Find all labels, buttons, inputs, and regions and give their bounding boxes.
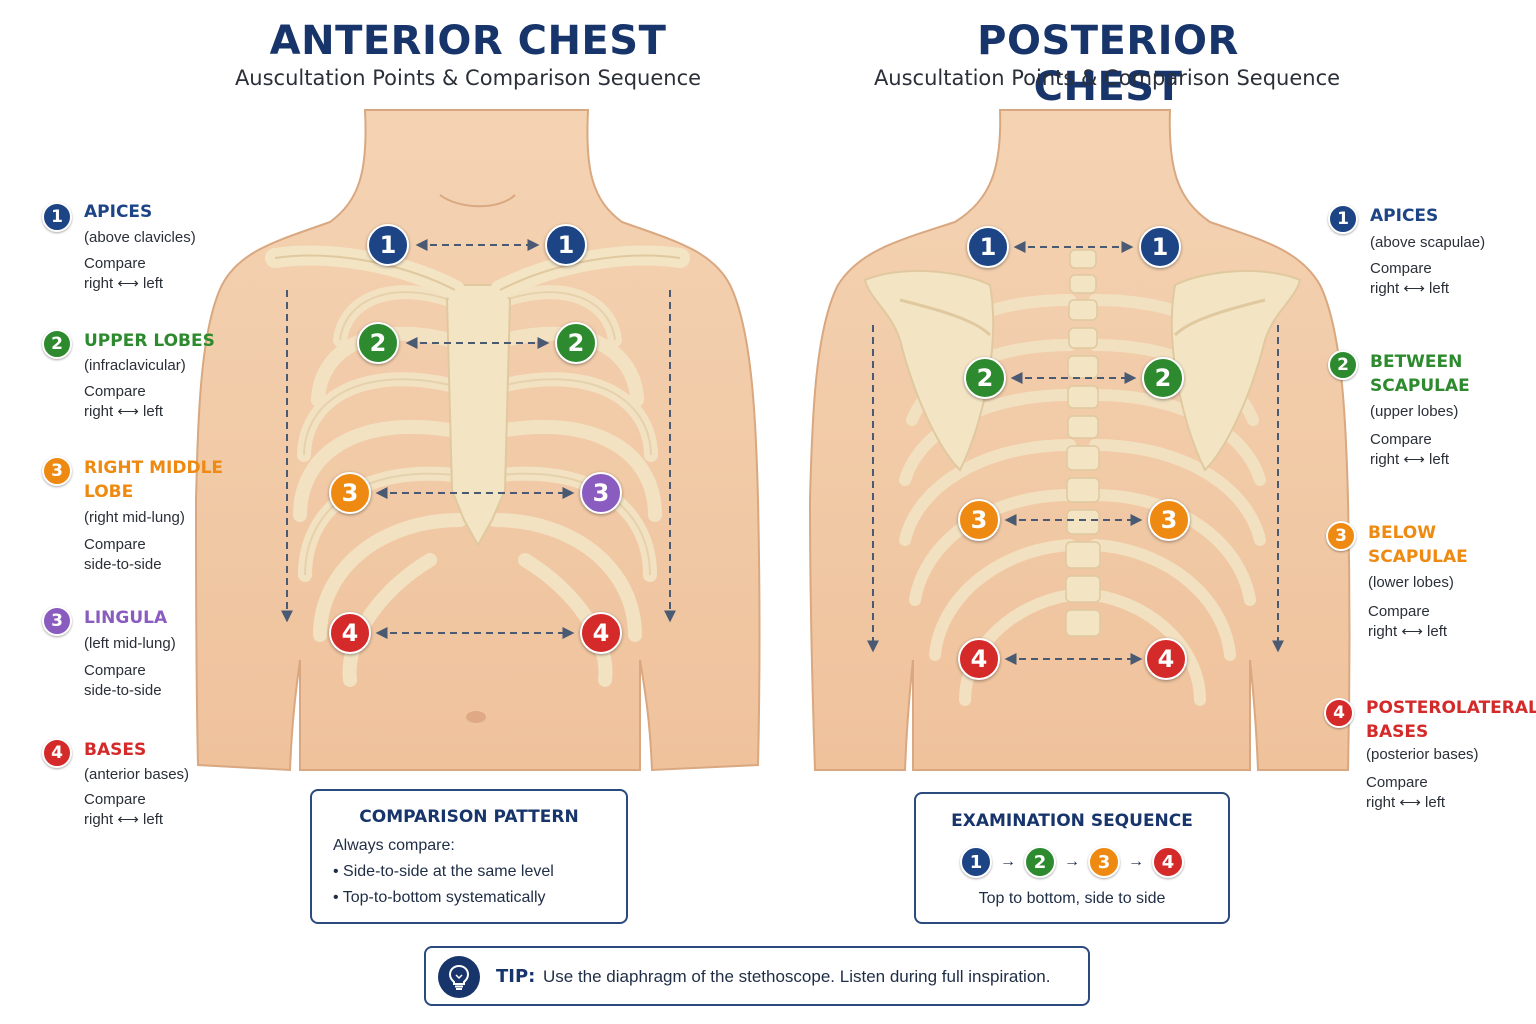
legend-badge: 4: [1324, 698, 1354, 728]
legend-compare: Compare: [84, 255, 146, 272]
posterior-legend-between-scapulae: 2 BETWEEN SCAPULAE (upper lobes) Compare…: [1328, 350, 1528, 475]
posterior-marker-4-right: 4: [1145, 638, 1187, 680]
anterior-comparison-arrows: [281, 239, 676, 639]
legend-compare: Compare: [84, 383, 146, 400]
legend-subtext: (anterior bases): [84, 766, 190, 783]
anterior-marker-2-right: 2: [357, 322, 399, 364]
legend-heading: BASES: [84, 740, 147, 760]
legend-compare-direction: right ⟷ left: [84, 811, 164, 828]
anterior-legend-lingula: 3 LINGULA (left mid-lung) Compare side-t…: [42, 606, 242, 706]
legend-subtext: (lower lobes): [1368, 574, 1454, 591]
anterior-marker-3-left-lingula: 3: [580, 472, 622, 514]
legend-badge: 3: [42, 456, 72, 486]
legend-badge: 2: [1328, 350, 1358, 380]
posterior-subtitle: Auscultation Points & Comparison Sequenc…: [873, 66, 1341, 90]
legend-subtext: (above clavicles): [84, 229, 196, 246]
legend-compare-direction: right ⟷ left: [1368, 623, 1448, 640]
legend-compare-direction: right ⟷ left: [1366, 794, 1446, 811]
legend-compare: Compare: [84, 791, 146, 808]
legend-compare-direction: right ⟷ left: [84, 275, 164, 292]
legend-heading: POSTEROLATERAL BASES: [1366, 698, 1536, 742]
legend-compare-direction: right ⟷ left: [1370, 451, 1450, 468]
tip-label: TIP:: [496, 966, 536, 987]
anterior-marker-4-left: 4: [580, 612, 622, 654]
posterior-legend-below-scapulae: 3 BELOW SCAPULAE (lower lobes) Compare r…: [1326, 521, 1526, 646]
legend-compare: Compare: [84, 536, 146, 553]
legend-heading: APICES: [1370, 206, 1439, 226]
tip-text: Use the diaphragm of the stethoscope. Li…: [543, 967, 1051, 986]
examination-sequence-box: EXAMINATION SEQUENCE 1 → 2 → 3 → 4 Top t…: [914, 792, 1230, 924]
legend-compare-direction: right ⟷ left: [1370, 280, 1450, 297]
posterior-marker-2-left: 2: [964, 357, 1006, 399]
anterior-marker-1-left: 1: [545, 224, 587, 266]
anterior-legend-upper-lobes: 2 UPPER LOBES (infraclavicular) Compare …: [42, 329, 242, 429]
anterior-legend-bases: 4 BASES (anterior bases) Compare right ⟷…: [42, 738, 242, 838]
sequence-step: 4: [1152, 846, 1184, 878]
arrow-right-icon: →: [1000, 853, 1016, 870]
legend-subtext: (upper lobes): [1370, 403, 1459, 420]
examination-sequence-title: EXAMINATION SEQUENCE: [951, 811, 1193, 831]
legend-subtext: (above scapulae): [1370, 234, 1486, 251]
legend-subtext: (infraclavicular): [84, 357, 186, 374]
legend-compare: Compare: [84, 662, 146, 679]
legend-heading: UPPER LOBES: [84, 331, 215, 351]
legend-compare: Compare: [1370, 431, 1432, 448]
posterior-marker-1-left: 1: [967, 226, 1009, 268]
sequence-caption: Top to bottom, side to side: [978, 890, 1166, 907]
legend-compare: Compare: [1366, 774, 1428, 791]
comparison-bullet: • Top-to-bottom systematically: [333, 889, 546, 906]
anterior-marker-4-right: 4: [329, 612, 371, 654]
anterior-legend-apices: 1 APICES (above clavicles) Compare right…: [42, 200, 242, 300]
comparison-intro: Always compare:: [333, 837, 455, 854]
posterior-torso: [808, 109, 1351, 771]
legend-badge: 1: [1328, 204, 1358, 234]
sequence-step: 2: [1024, 846, 1056, 878]
anterior-title: ANTERIOR CHEST: [269, 18, 667, 64]
sequence-step: 3: [1088, 846, 1120, 878]
posterior-legend-apices: 1 APICES (above scapulae) Compare right …: [1328, 204, 1528, 304]
sequence-row: 1 → 2 → 3 → 4: [916, 846, 1228, 878]
legend-compare-direction: side-to-side: [84, 556, 162, 573]
legend-badge: 2: [42, 329, 72, 359]
legend-badge: 3: [42, 606, 72, 636]
legend-heading: BETWEEN SCAPULAE: [1370, 352, 1470, 396]
legend-compare-direction: side-to-side: [84, 682, 162, 699]
posterior-marker-4-left: 4: [958, 638, 1000, 680]
legend-badge: 1: [42, 202, 72, 232]
anterior-marker-3-right: 3: [329, 472, 371, 514]
sequence-step: 1: [960, 846, 992, 878]
posterior-marker-3-right: 3: [1148, 499, 1190, 541]
anterior-subtitle: Auscultation Points & Comparison Sequenc…: [234, 66, 702, 90]
anterior-legend-right-middle-lobe: 3 RIGHT MIDDLE LOBE (right mid-lung) Com…: [42, 456, 242, 576]
legend-subtext: (left mid-lung): [84, 635, 176, 652]
comparison-pattern-title: COMPARISON PATTERN: [359, 807, 579, 827]
comparison-pattern-box: COMPARISON PATTERN Always compare: • Sid…: [310, 789, 628, 924]
legend-compare: Compare: [1370, 260, 1432, 277]
posterior-marker-3-left: 3: [958, 499, 1000, 541]
legend-subtext: (right mid-lung): [84, 509, 185, 526]
posterior-title: POSTERIOR CHEST: [977, 18, 1239, 110]
posterior-marker-2-right: 2: [1142, 357, 1184, 399]
anterior-marker-1-right: 1: [367, 224, 409, 266]
legend-heading: APICES: [84, 202, 153, 222]
posterior-legend-posterolateral-bases: 4 POSTEROLATERAL BASES (posterior bases)…: [1324, 696, 1536, 821]
legend-compare: Compare: [1368, 603, 1430, 620]
legend-badge: 4: [42, 738, 72, 768]
legend-heading: BELOW SCAPULAE: [1368, 523, 1468, 567]
legend-compare-direction: right ⟷ left: [84, 403, 164, 420]
arrow-right-icon: →: [1128, 853, 1144, 870]
tip-banner: TIP: Use the diaphragm of the stethoscop…: [424, 946, 1090, 1006]
anterior-marker-2-left: 2: [555, 322, 597, 364]
posterior-marker-1-right: 1: [1139, 226, 1181, 268]
comparison-bullet: • Side-to-side at the same level: [333, 863, 554, 880]
legend-subtext: (posterior bases): [1366, 746, 1479, 763]
anterior-torso: [194, 109, 761, 772]
posterior-comparison-arrows: [867, 241, 1284, 665]
legend-badge: 3: [1326, 521, 1356, 551]
arrow-right-icon: →: [1064, 853, 1080, 870]
legend-heading: LINGULA: [84, 608, 168, 628]
legend-heading: RIGHT MIDDLE LOBE: [84, 458, 224, 502]
lightbulb-icon: [438, 956, 480, 998]
